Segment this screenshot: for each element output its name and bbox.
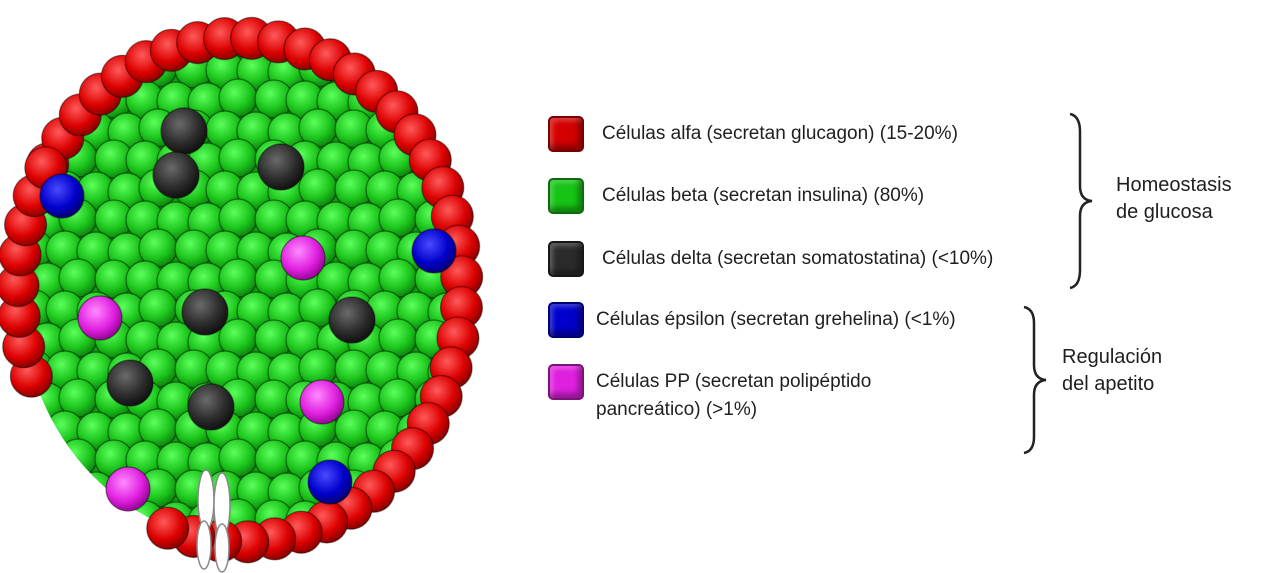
appetite-group-label: Regulación del apetito [1062,344,1162,398]
beta-cell [446,441,484,479]
alpha-cell [147,507,189,549]
beta-cell [0,22,35,60]
beta-cell [428,473,466,511]
beta-cell [0,442,35,480]
legend-item-beta: Células beta (secretan insulina) (80%) [548,178,924,214]
delta-cell [188,384,234,430]
pp-cell-swatch [548,364,584,400]
beta-cell [415,80,453,118]
beta-cell [46,51,84,89]
beta-cell [59,499,97,537]
delta-cell-swatch [548,241,584,277]
beta-cell [459,49,497,87]
legend-label-alpha: Células alfa (secretan glucagon) (15-20%… [602,120,958,148]
legend-label-pp: Células PP (secretan polipéptido pancreá… [596,368,871,424]
beta-cell [28,443,66,481]
legend-item-pp: Células PP (secretan polipéptido pancreá… [548,364,871,424]
delta-cell [153,152,199,198]
legend-label-beta: Células beta (secretan insulina) (80%) [602,182,924,210]
epsilon-cell [40,174,84,218]
beta-cell [59,19,97,57]
beta-cell [428,53,466,91]
beta-cell [366,531,404,569]
beta-cell [0,82,35,120]
beta-cell [446,21,484,59]
beta-cell [379,19,417,57]
beta-cell [15,470,53,508]
beta-cell [28,23,66,61]
delta-cell [161,108,207,154]
beta-cell [59,439,97,477]
beta-cell [459,109,497,147]
epsilon-cell [308,460,352,504]
legend-label-epsilon: Células épsilon (secretan grehelina) (<1… [596,306,956,334]
beta-cell-swatch [548,178,584,214]
alpha-cell-swatch [548,116,584,152]
legend-label-delta: Células delta (secretan somatostatina) (… [602,245,993,273]
beta-cell [415,20,453,58]
beta-cell [428,533,466,571]
beta-cell [108,533,146,571]
beta-cell [28,503,66,541]
beta-cell [459,469,497,507]
pp-cell [78,296,122,340]
beta-cell [446,81,484,119]
beta-cell [46,531,84,569]
glucose-group-label: Homeostasis de glucosa [1116,172,1232,226]
delta-cell [258,144,304,190]
epsilon-cell [412,229,456,273]
delta-cell [329,297,375,343]
pp-cell [281,236,325,280]
delta-cell [107,360,153,406]
appetite-group-brace [1020,305,1050,455]
beta-cell [415,500,453,538]
beta-cell [0,502,35,540]
beta-cell [397,52,435,90]
beta-cell [459,409,497,447]
beta-cell [459,529,497,567]
pp-cell [106,467,150,511]
beta-cell [46,471,84,509]
epsilon-cell-swatch [548,302,584,338]
islet-illustration [0,0,520,573]
legend-item-delta: Células delta (secretan somatostatina) (… [548,241,993,277]
beta-cell [446,501,484,539]
beta-cell [15,410,53,448]
legend-item-epsilon: Células épsilon (secretan grehelina) (<1… [548,302,956,338]
beta-cell [77,532,115,570]
beta-cell [15,530,53,568]
pp-cell [300,380,344,424]
glucose-group-brace [1066,112,1096,290]
beta-cell [397,532,435,570]
beta-cell [15,50,53,88]
delta-cell [182,289,228,335]
legend-item-alpha: Células alfa (secretan glucagon) (15-20%… [548,116,958,152]
